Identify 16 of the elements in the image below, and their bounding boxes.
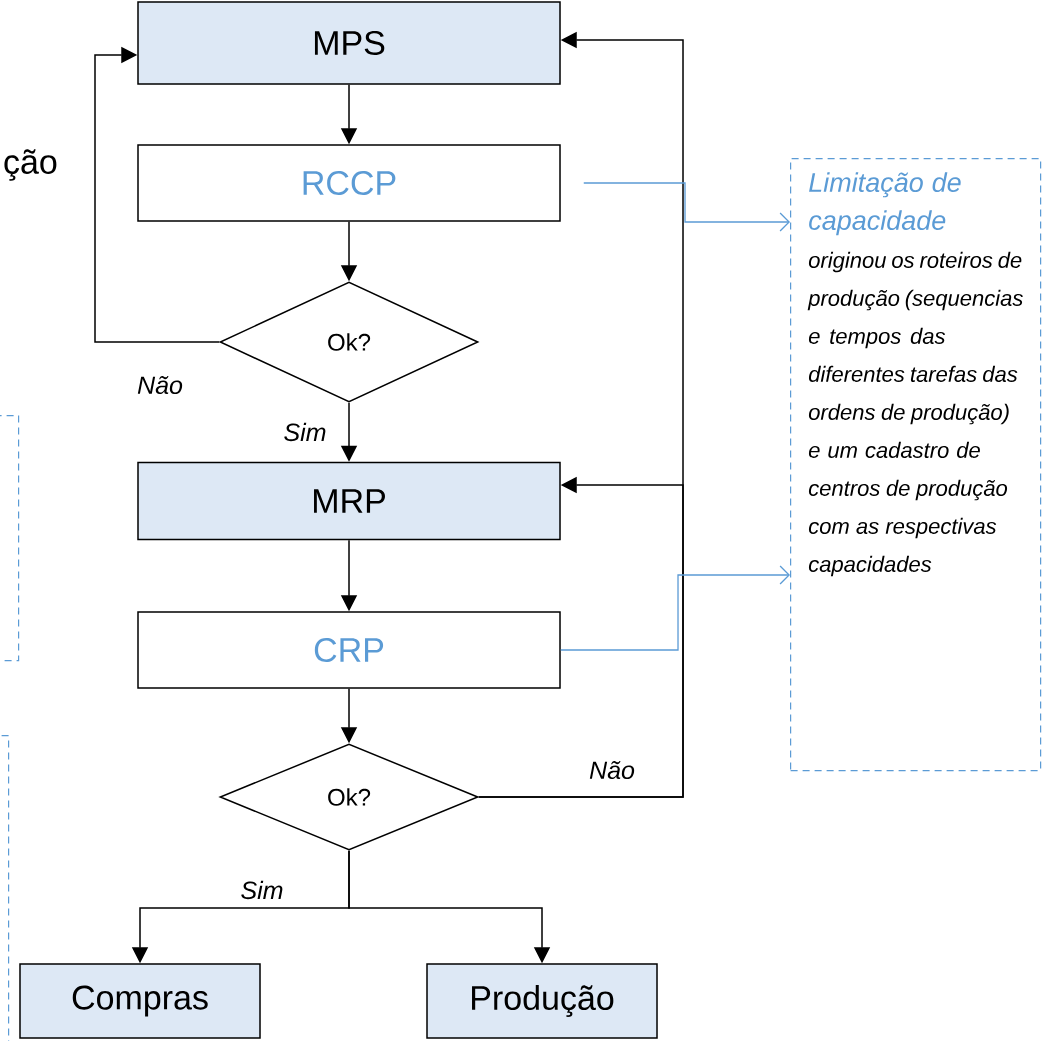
note-box: Limitação de capacidade originou os roteiros de produção (sequencias e tempos das diferentes tarefas das ordens de produção) e um cadastro de centros de produção com as respectivas capacidades bbox=[790, 158, 1042, 772]
process-box: CRP bbox=[137, 611, 561, 689]
arrow bbox=[560, 565, 790, 651]
process-box: RCCP bbox=[137, 144, 561, 222]
edge-label: Não bbox=[589, 760, 635, 780]
dashed-box bbox=[0, 415, 20, 662]
partial-label: ção bbox=[4, 149, 57, 181]
process-box: Produção bbox=[426, 963, 658, 1039]
process-box: MRP bbox=[137, 461, 561, 541]
edge-label: Sim bbox=[241, 880, 283, 900]
process-box: MPS bbox=[137, 1, 561, 85]
edge-label: Não bbox=[137, 375, 183, 395]
arrow bbox=[583, 182, 790, 232]
arrow bbox=[94, 46, 220, 343]
process-box: Compras bbox=[19, 963, 261, 1039]
edge-label: Sim bbox=[284, 422, 326, 442]
